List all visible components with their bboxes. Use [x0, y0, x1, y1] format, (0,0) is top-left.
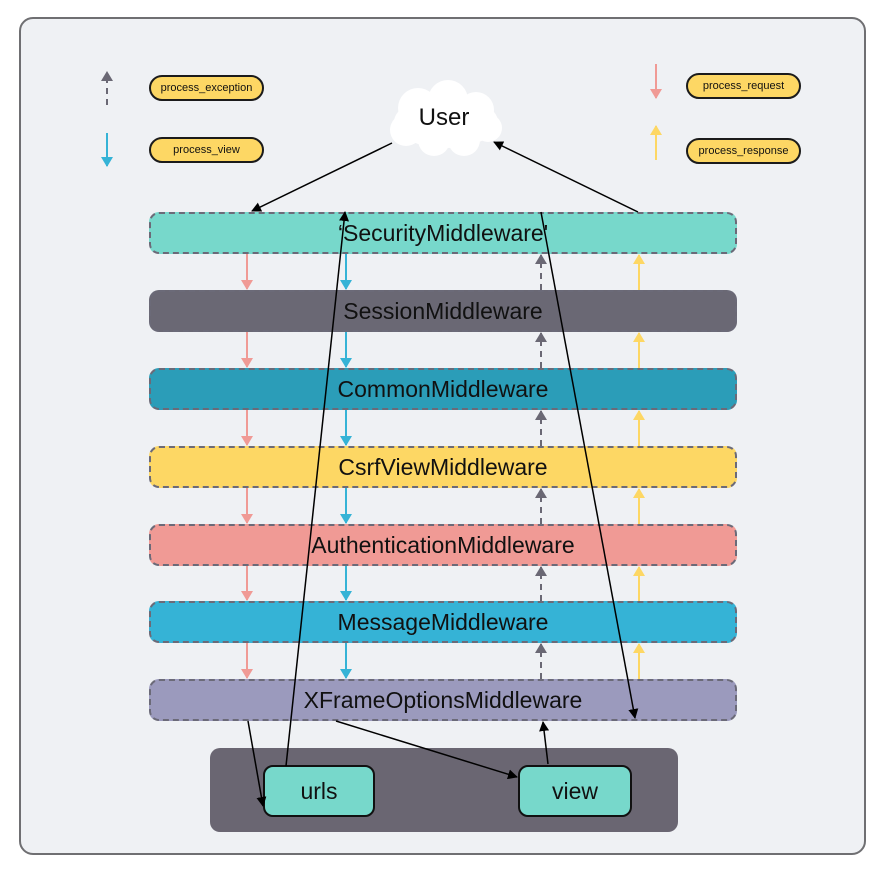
middleware-common: CommonMiddleware [149, 368, 737, 410]
legend-process-request: process_request [686, 73, 801, 99]
legend-process-response: process_response [686, 138, 801, 164]
legend-process-exception: process_exception [149, 75, 264, 101]
user-label: User [418, 104, 470, 131]
middleware-csrf: CsrfViewMiddleware [149, 446, 737, 488]
node-view: view [518, 765, 632, 817]
node-urls: urls [263, 765, 375, 817]
middleware-xframe: XFrameOptionsMiddleware [149, 679, 737, 721]
middleware-message: MessageMiddleware [149, 601, 737, 643]
middleware-session: SessionMiddleware [149, 290, 737, 332]
legend-process-view: process_view [149, 137, 264, 163]
middleware-security: ‘SecurityMiddleware' [149, 212, 737, 254]
user-cloud-icon [390, 80, 502, 156]
middleware-authentication: AuthenticationMiddleware [149, 524, 737, 566]
